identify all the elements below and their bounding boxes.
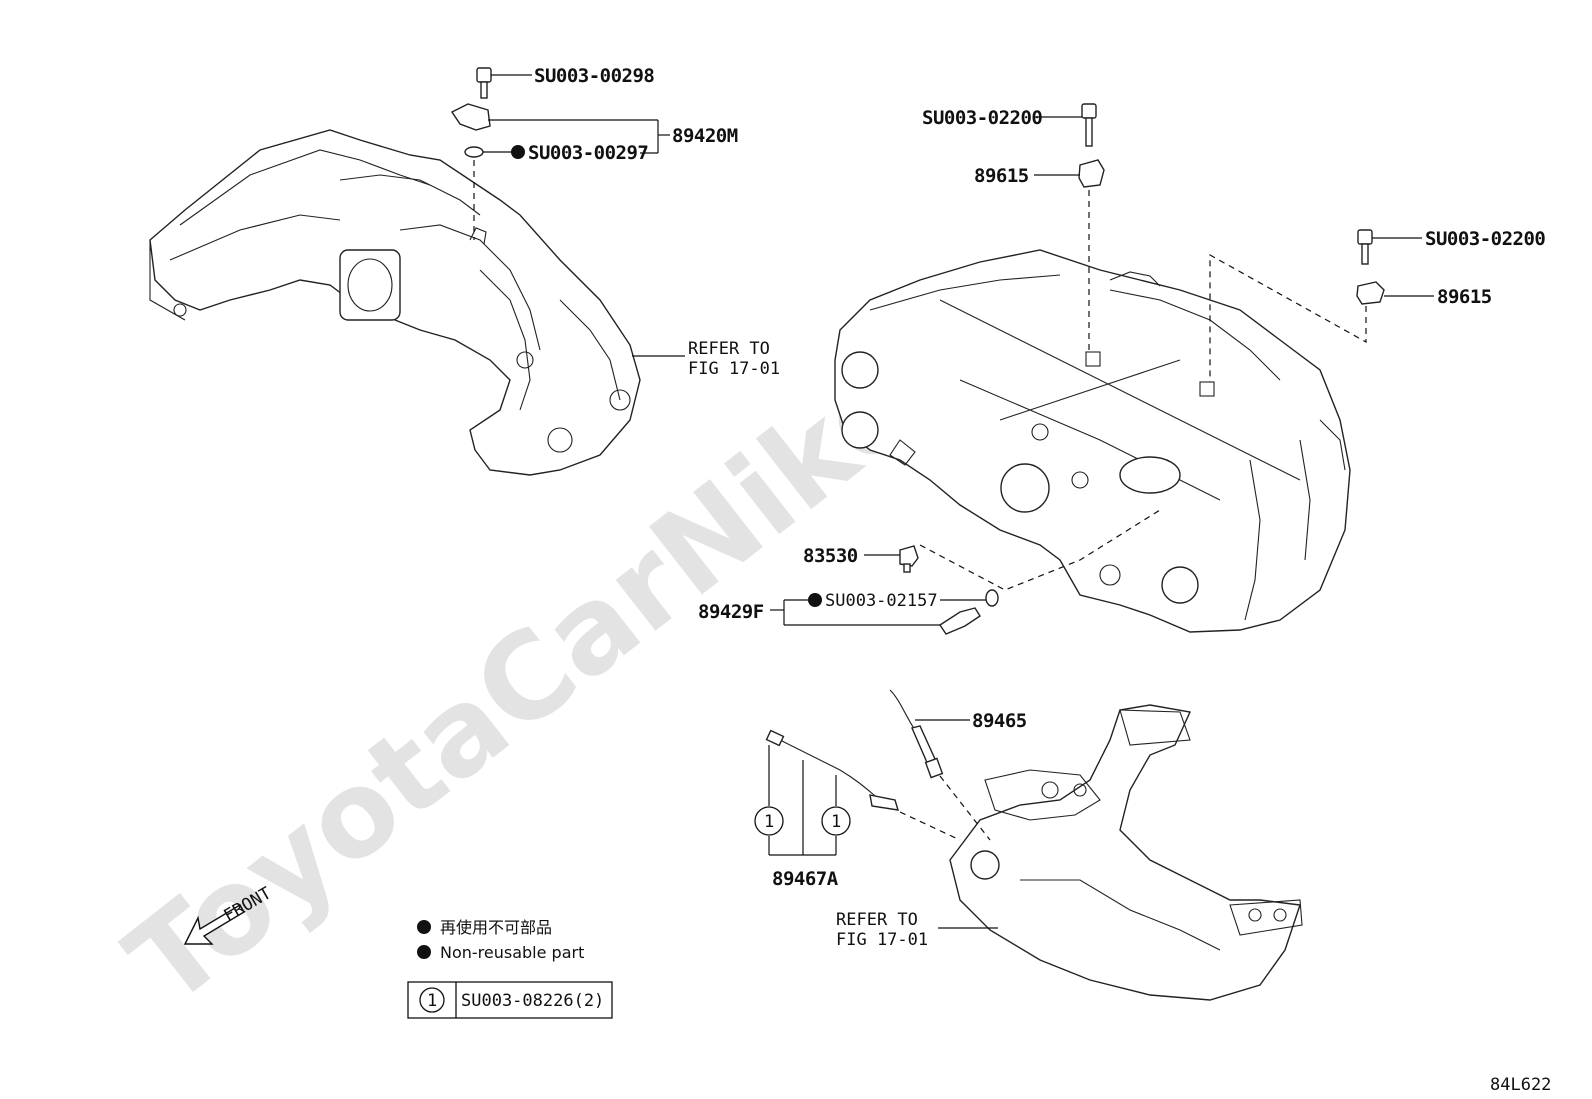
intake-manifold bbox=[149, 129, 641, 476]
label-knock1: 89615 bbox=[974, 165, 1029, 187]
legend-en: Non-reusable part bbox=[440, 943, 584, 962]
label-o2-front: 89465 bbox=[972, 710, 1027, 732]
legend-box bbox=[407, 981, 613, 1019]
nonreusable-dot-top bbox=[511, 145, 525, 159]
label-o2-rear: 89467A bbox=[772, 868, 839, 890]
exhaust-manifold bbox=[949, 704, 1303, 1001]
legend-box-circle bbox=[419, 987, 445, 1013]
label-sensor-kit: 89420M bbox=[672, 125, 738, 147]
callout-circle-left bbox=[754, 806, 784, 836]
legend-box-num: 1 bbox=[427, 991, 437, 1011]
ref-exhaust-1: REFER TO bbox=[836, 910, 918, 930]
label-oring-temp: SU003-02157 bbox=[825, 591, 938, 611]
label-bolt-right2: SU003-02200 bbox=[1425, 228, 1545, 250]
legend: 再使用不可部品 Non-reusable part 1 SU003-08226(… bbox=[407, 918, 613, 1019]
label-knock2: 89615 bbox=[1437, 286, 1492, 308]
label-oil-switch: 83530 bbox=[803, 545, 858, 567]
knock-sensor-1 bbox=[1078, 103, 1105, 352]
o2-sensor-rear bbox=[765, 729, 961, 841]
figure-code: 84L622 bbox=[1490, 1075, 1551, 1095]
label-oring-top: SU003-00297 bbox=[528, 142, 648, 164]
legend-dot-en bbox=[417, 945, 431, 959]
legend-box-part: SU003-08226(2) bbox=[461, 991, 604, 1011]
nonreusable-dot-temp bbox=[808, 593, 822, 607]
map-sensor-assembly bbox=[450, 67, 492, 240]
legend-jp: 再使用不可部品 bbox=[440, 918, 552, 937]
ref-exhaust-2: FIG 17-01 bbox=[836, 930, 928, 950]
o2-sensor-front bbox=[889, 689, 991, 841]
coolant-temp-sensor bbox=[939, 589, 999, 635]
engine-block bbox=[834, 249, 1351, 633]
callout-num-right: 1 bbox=[831, 812, 841, 832]
oil-pressure-switch bbox=[899, 545, 919, 573]
ref-intake-1: REFER TO bbox=[688, 339, 770, 359]
label-temp-kit: 89429F bbox=[698, 601, 764, 623]
callout-num-left: 1 bbox=[764, 812, 774, 832]
ref-intake-2: FIG 17-01 bbox=[688, 359, 780, 379]
legend-dot-jp bbox=[417, 920, 431, 934]
callout-circle-right bbox=[821, 806, 851, 836]
label-bolt-right1: SU003-02200 bbox=[922, 107, 1042, 129]
knock-sensor-2 bbox=[1356, 229, 1385, 305]
label-bolt-top: SU003-00298 bbox=[534, 65, 654, 87]
